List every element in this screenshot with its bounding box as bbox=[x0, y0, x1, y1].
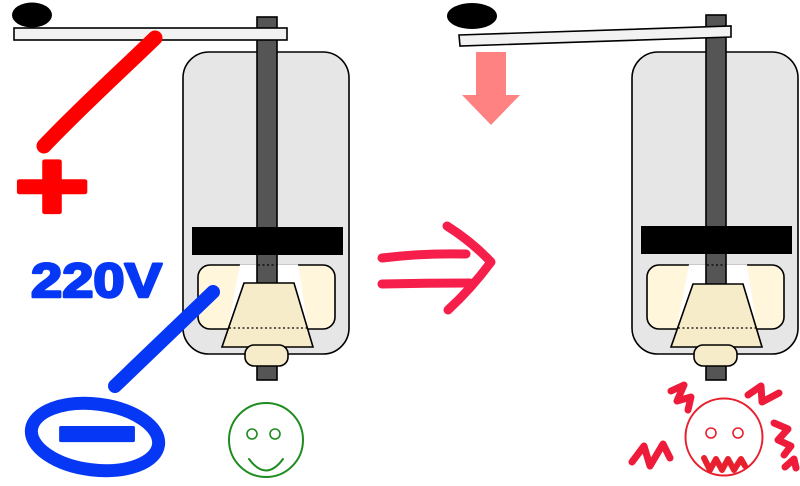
grinder-body bbox=[182, 16, 350, 381]
pressure-plate bbox=[192, 227, 343, 255]
negative-wire bbox=[108, 285, 220, 393]
spark-zigzag bbox=[628, 440, 674, 470]
face-outline bbox=[228, 402, 304, 478]
lever-knob bbox=[12, 2, 52, 28]
grinder-after bbox=[447, 3, 799, 381]
negative-terminal-label: − bbox=[55, 366, 139, 486]
positive-wire bbox=[36, 30, 163, 154]
pressure-plate bbox=[641, 226, 792, 254]
grinder-body bbox=[631, 14, 799, 381]
spark-zigzag bbox=[770, 419, 795, 459]
right-eye bbox=[269, 428, 281, 440]
spark-zigzag bbox=[781, 455, 800, 472]
grinding-burr bbox=[220, 282, 315, 348]
crank-lever bbox=[447, 3, 732, 47]
arrow-down-icon bbox=[462, 52, 520, 125]
lever-knob bbox=[447, 3, 497, 29]
arrow-head bbox=[442, 221, 496, 315]
spark-zigzag bbox=[667, 381, 695, 414]
positive-terminal-label: + bbox=[14, 129, 90, 241]
spark-zigzag bbox=[744, 382, 783, 406]
grinding-burr bbox=[669, 283, 764, 348]
left-eye bbox=[705, 427, 717, 439]
happy-face-icon bbox=[228, 402, 304, 478]
grinder-before bbox=[12, 2, 350, 381]
negative-terminal-loop bbox=[24, 396, 166, 478]
grimace-mouth bbox=[701, 455, 748, 473]
retaining-nut bbox=[244, 344, 289, 367]
voltage-label: 220V bbox=[31, 255, 162, 308]
retaining-nut bbox=[693, 344, 738, 367]
left-eye bbox=[246, 428, 258, 440]
shock-sparks bbox=[628, 381, 800, 472]
right-eye bbox=[732, 427, 744, 439]
double-arrow-right-icon bbox=[377, 221, 496, 315]
lever-arm bbox=[458, 25, 732, 47]
shocked-face-icon bbox=[684, 397, 764, 477]
smile-mouth bbox=[248, 458, 284, 472]
arrow-lower-line bbox=[377, 278, 475, 289]
arrow-upper-line bbox=[377, 249, 471, 263]
crank-lever bbox=[12, 2, 288, 41]
